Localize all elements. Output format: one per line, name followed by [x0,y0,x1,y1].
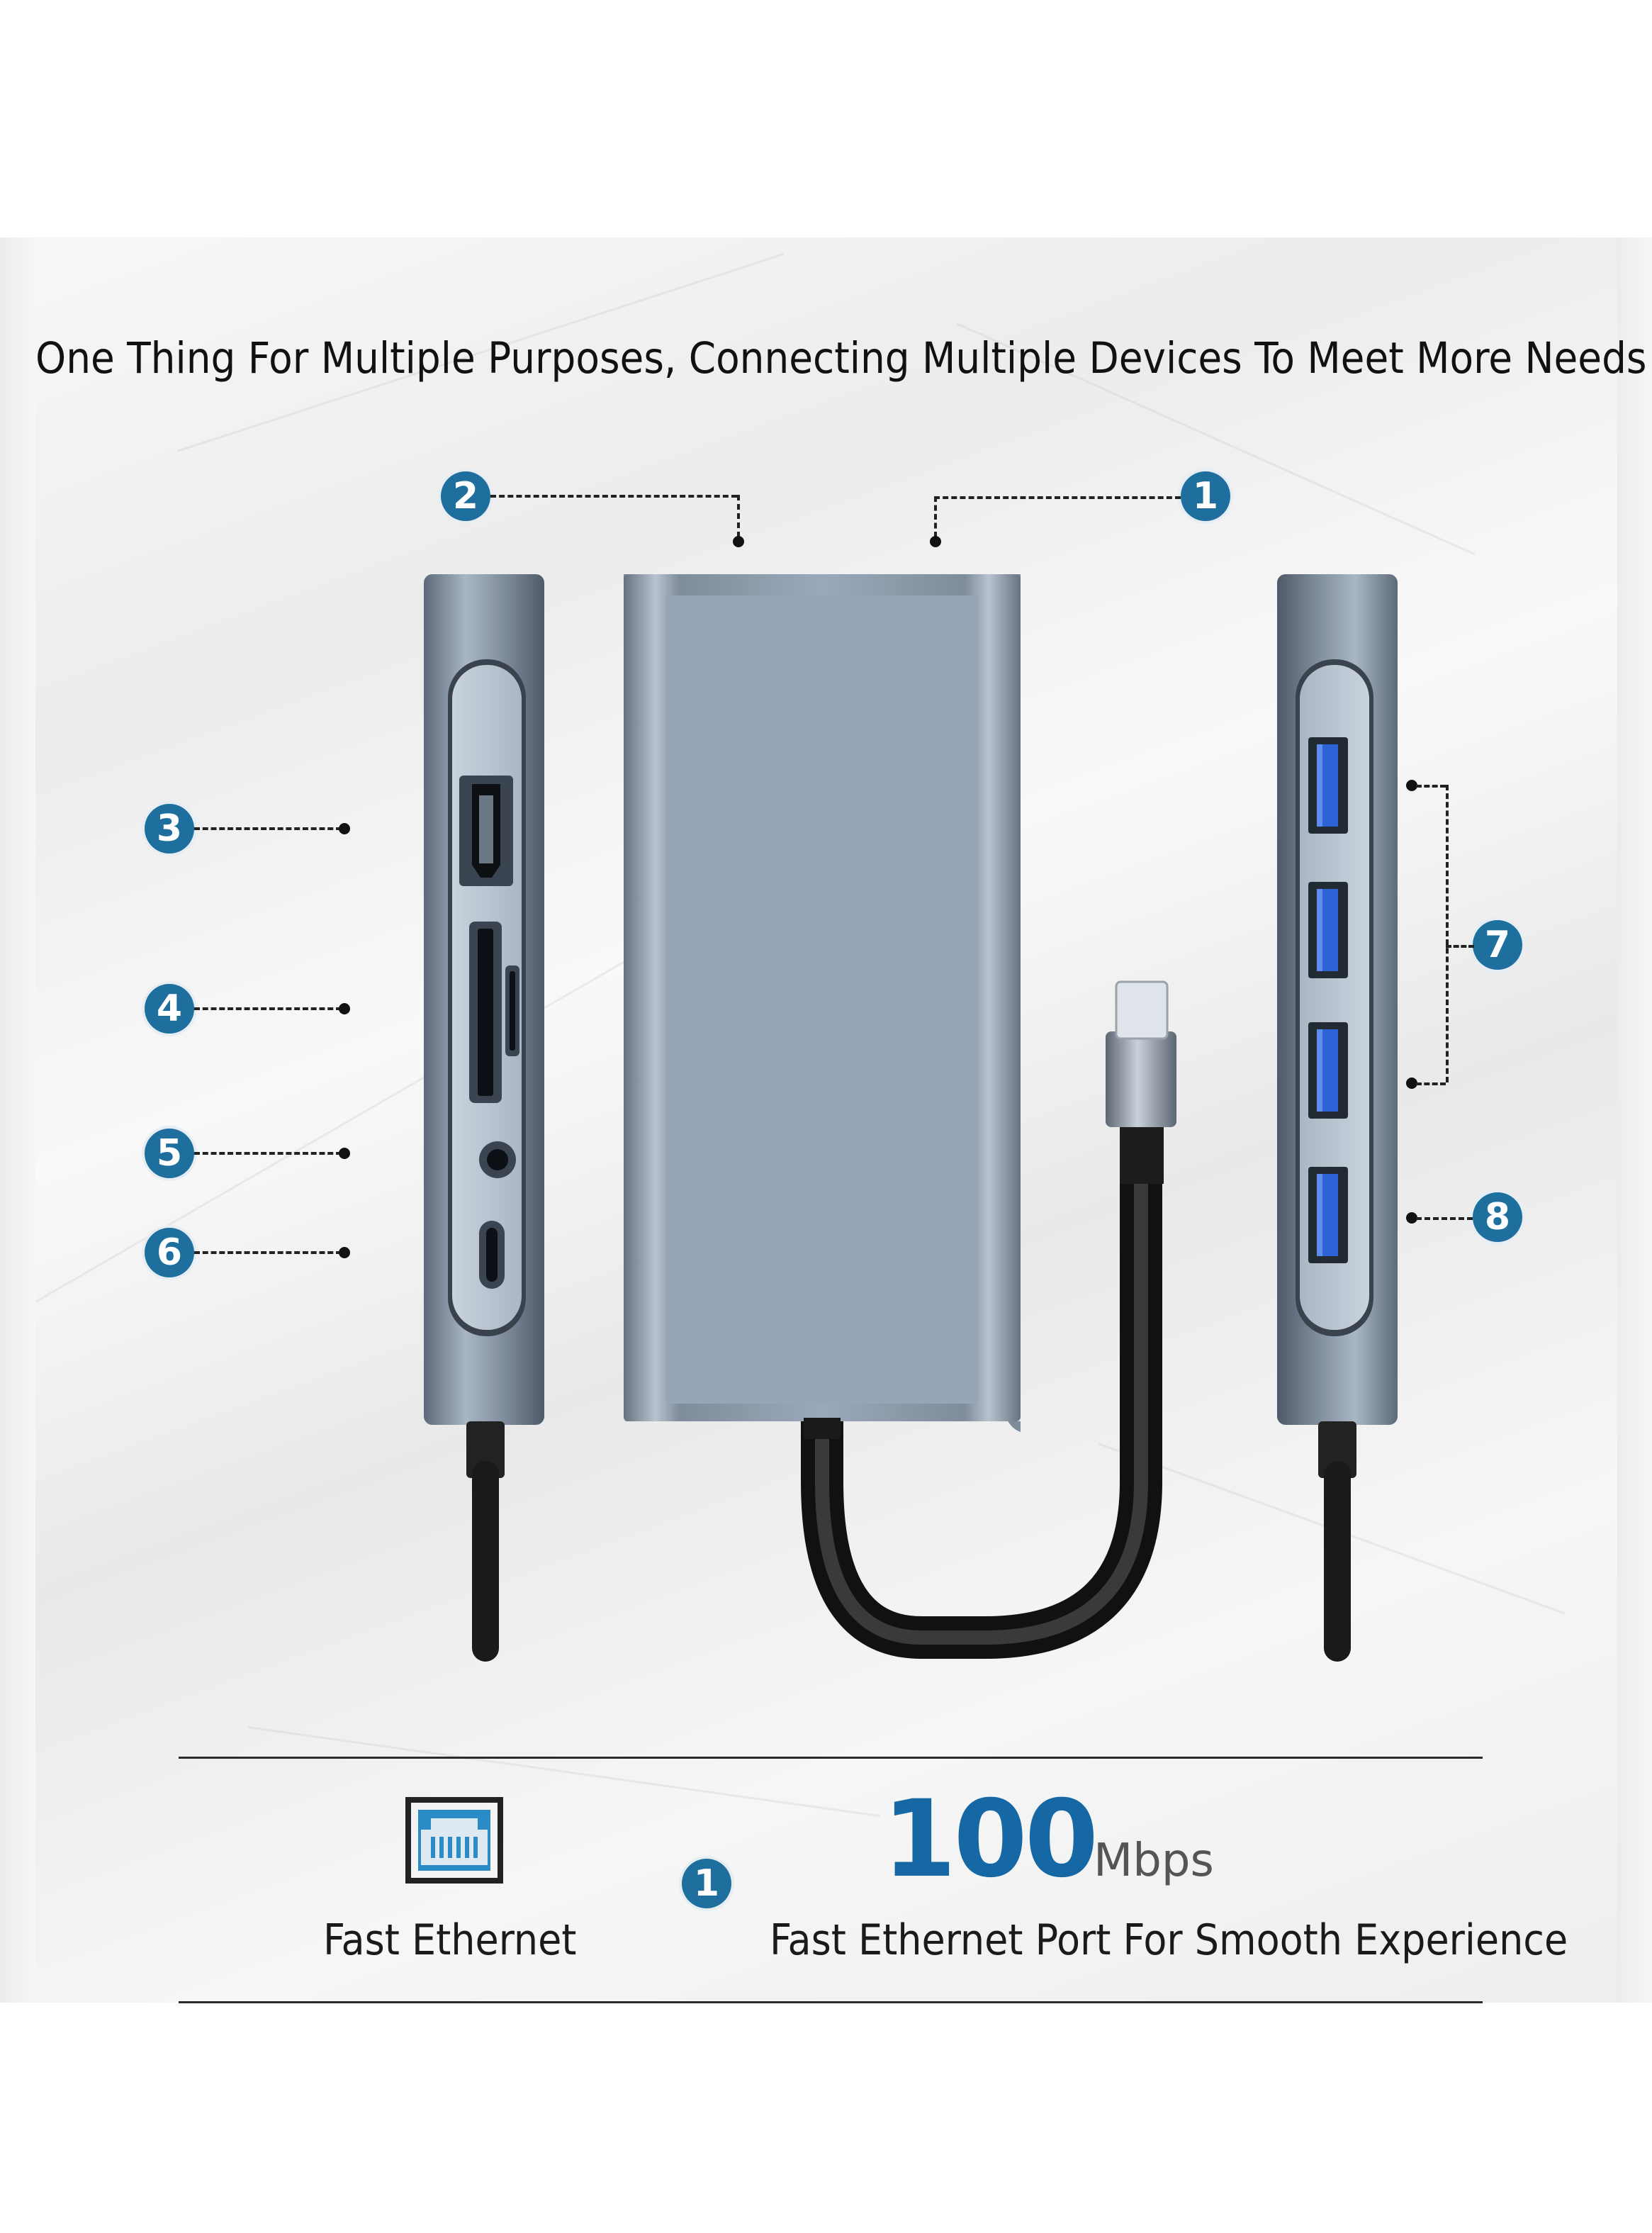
left-page-edge [0,237,35,2003]
callout-5-badge: 5 [145,1129,194,1178]
leader-5-dot [339,1148,350,1159]
leader-4-dot [339,1003,350,1014]
leader-7-bottom [1416,1082,1446,1085]
footer-top-rule [179,1757,1483,1759]
leader-7-top [1416,785,1446,788]
leader-6-dot [339,1247,350,1258]
ethernet-label: Fast Ethernet [323,1915,577,1965]
leader-4 [194,1007,342,1010]
leader-6 [194,1251,342,1254]
callout-2-badge: 2 [441,471,490,521]
usb-c-connector-icon [1106,1031,1176,1127]
hub-center-body [624,574,1176,1659]
usb-a-port-icon [1308,882,1348,978]
leader-7-out [1446,945,1474,948]
leader-1-drop [934,496,937,537]
tf-card-slot-icon [505,966,519,1056]
callout-1-badge: 1 [1181,471,1230,521]
leader-7-bottom-dot [1406,1078,1417,1089]
footer-bottom-rule [179,2001,1483,2003]
callout-4-badge: 4 [145,984,194,1034]
leader-5 [194,1152,342,1155]
leader-2-dot [733,536,744,547]
speed-unit: Mbps [1094,1835,1214,1887]
leader-3 [194,827,342,830]
usb-a-port-icon [1308,1167,1348,1263]
footer-callout-1-badge: 1 [682,1859,731,1908]
leader-8 [1416,1217,1473,1220]
callout-8-badge: 8 [1473,1192,1522,1242]
hub-left-side-view [424,574,544,1662]
hdmi-port-icon [459,776,513,886]
usb-a-port-icon [1308,737,1348,834]
callout-7-badge: 7 [1473,920,1522,970]
leader-2 [490,495,737,498]
leader-8-dot [1406,1212,1417,1224]
ethernet-port-icon [405,1797,503,1884]
callout-6-badge: 6 [145,1228,194,1277]
audio-jack-icon [479,1141,516,1178]
leader-3-dot [339,823,350,834]
leader-7-top-dot [1406,780,1417,791]
leader-2-drop [737,495,740,537]
leader-1 [934,496,1181,499]
right-page-edge [1617,237,1652,2003]
usb-c-port-icon [479,1221,505,1289]
leader-1-dot [930,536,941,547]
sd-card-slot-icon [469,922,502,1103]
leader-7-bracket [1446,785,1449,1082]
usb-a-port-icon [1308,1022,1348,1119]
page-heading: One Thing For Multiple Purposes, Connect… [35,333,1647,384]
speed-value: 100 [882,1778,1098,1901]
speed-caption: Fast Ethernet Port For Smooth Experience [770,1915,1568,1965]
callout-3-badge: 3 [145,804,194,854]
